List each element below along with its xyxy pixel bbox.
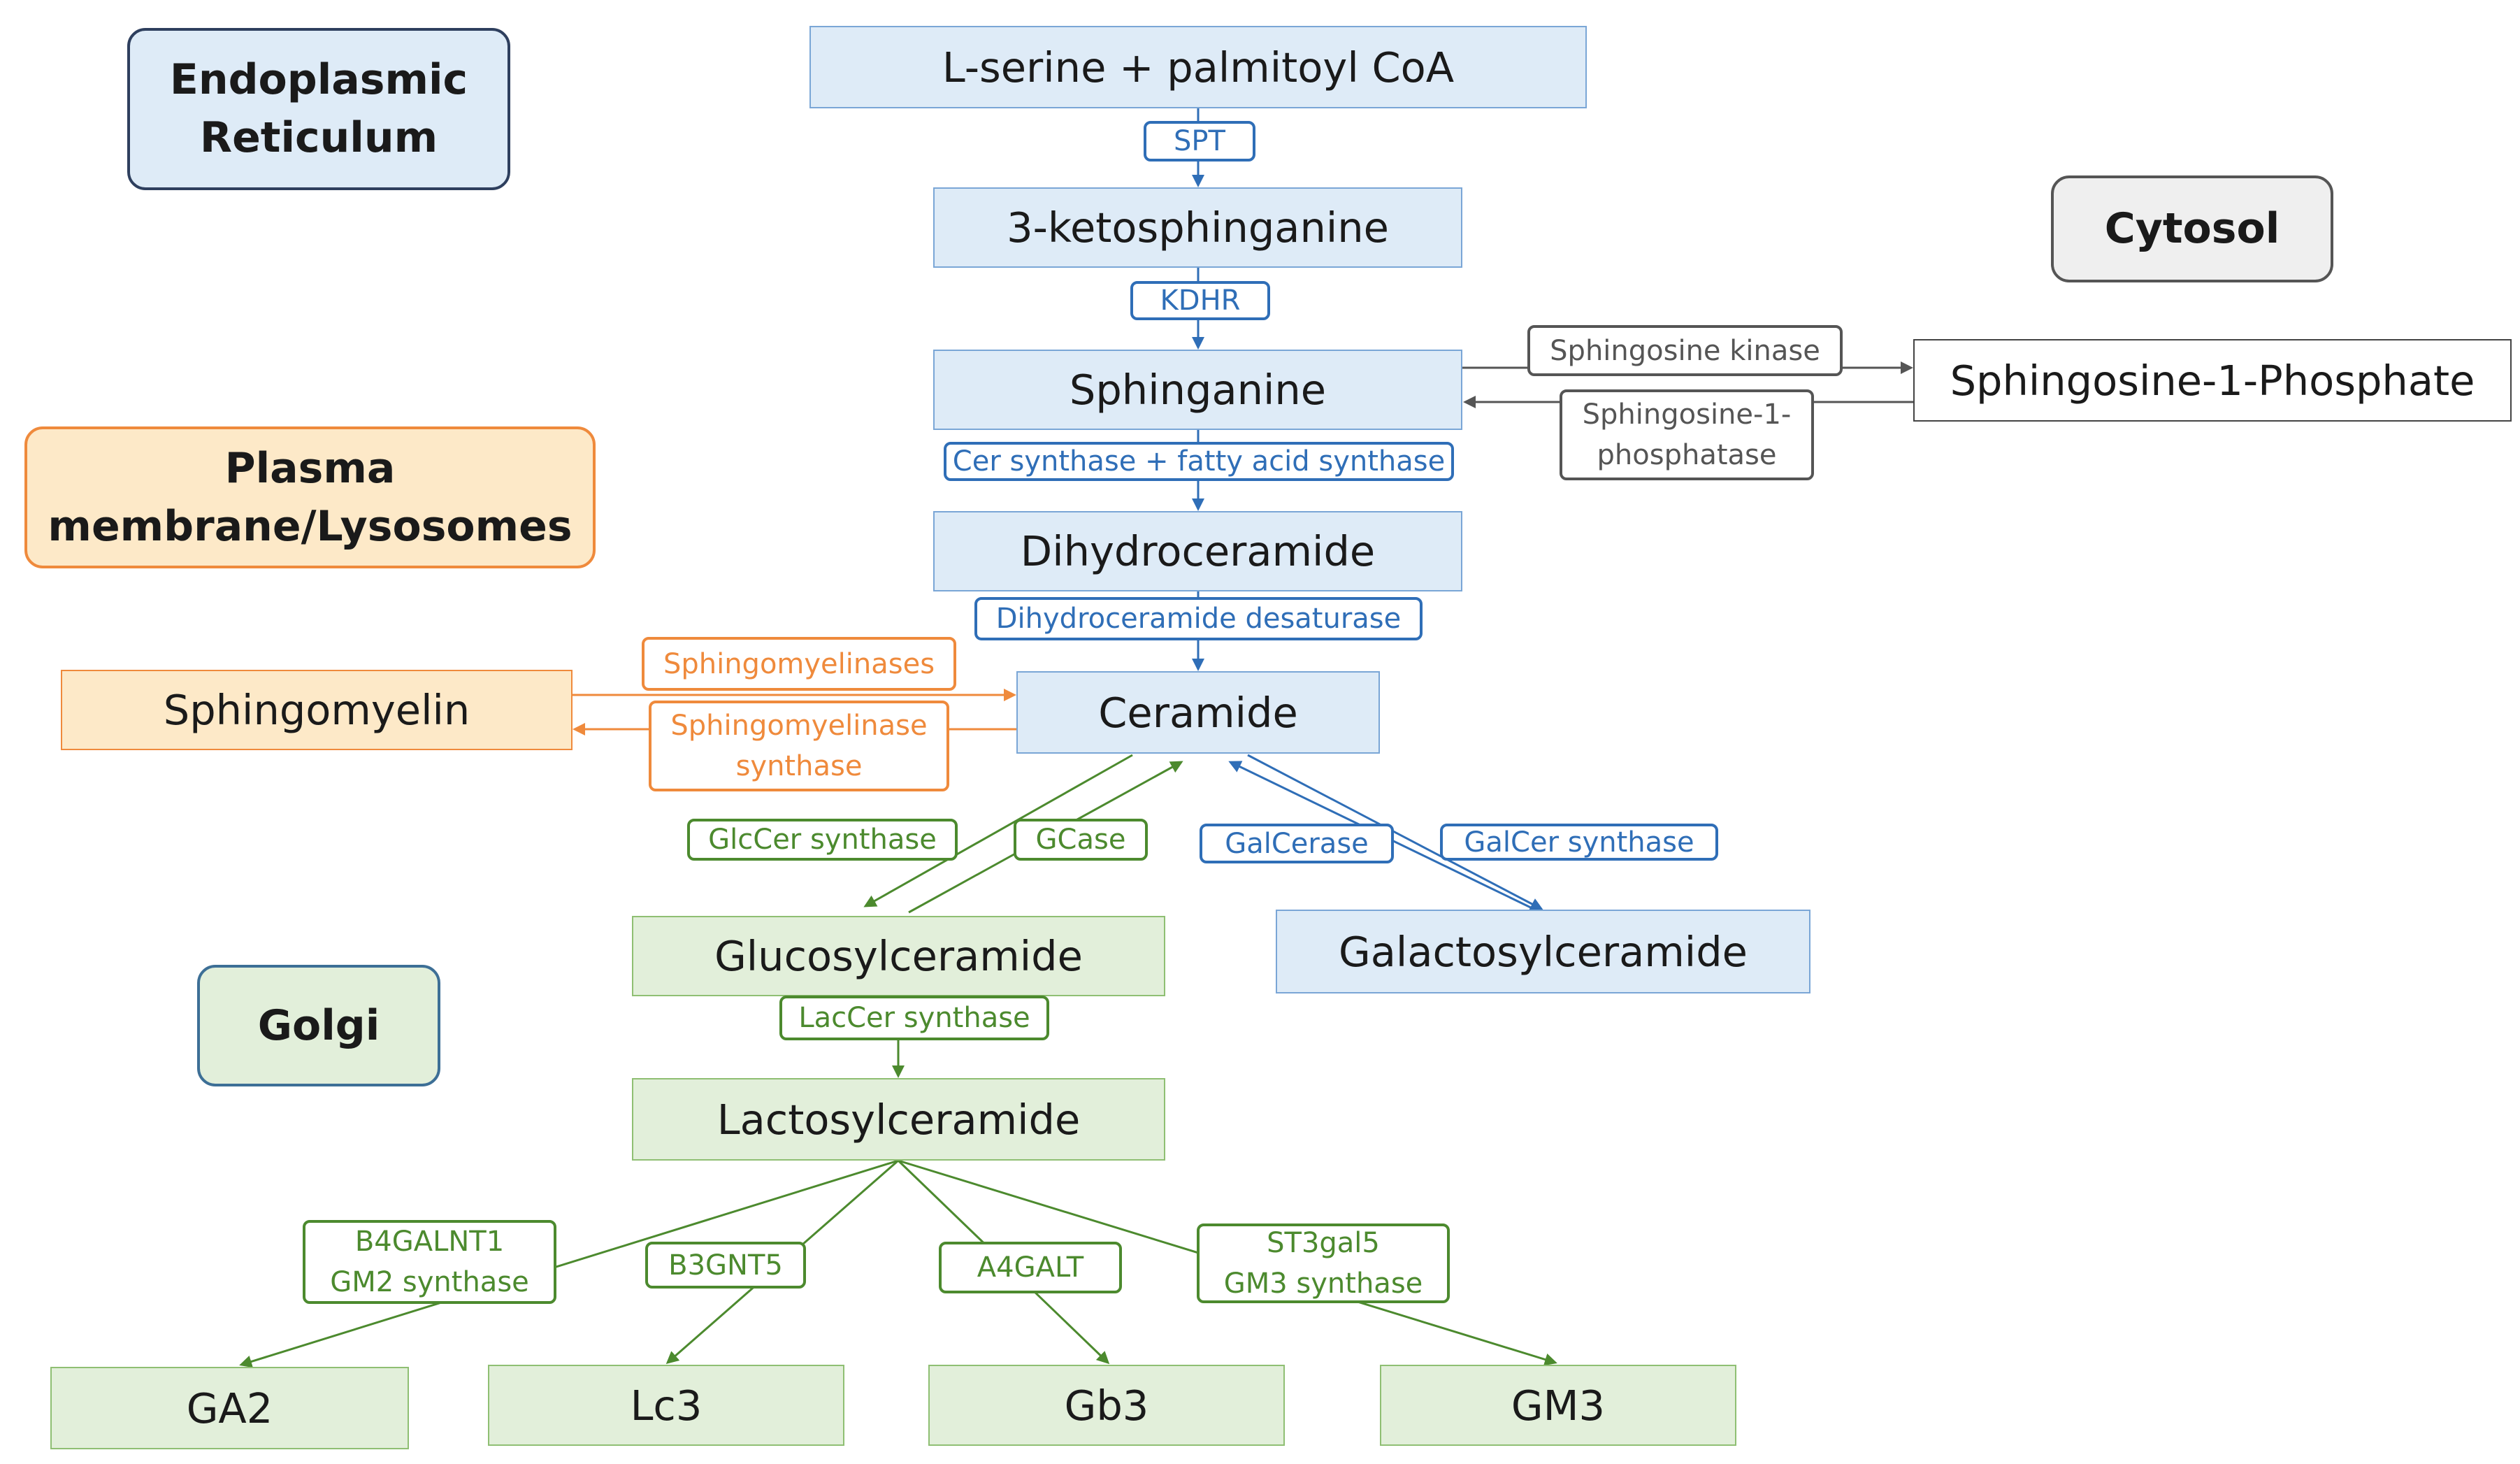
node-lc3: Lc3 (488, 1365, 844, 1446)
enzyme-a4galt: A4GALT (939, 1242, 1122, 1293)
node-gm3: GM3 (1380, 1365, 1736, 1446)
enzyme-spt: SPT (1144, 121, 1255, 162)
arrow-galcer-synthase (1247, 754, 1543, 910)
node-galactosylceramide: Galactosylceramide (1276, 910, 1810, 993)
enzyme-laccer-synthase: LacCer synthase (779, 996, 1049, 1040)
enzyme-b4galnt1-gm2-synthase: B4GALNT1 GM2 synthase (303, 1220, 556, 1304)
region-plasma-membrane-lysosomes: Plasma membrane/Lysosomes (24, 426, 596, 568)
node-sphinganine: Sphinganine (933, 350, 1462, 430)
arrow-glccer-synthase (863, 754, 1133, 907)
node-lactosylceramide: Lactosylceramide (632, 1078, 1165, 1161)
enzyme-sphingomyelinases: Sphingomyelinases (642, 637, 956, 691)
node-sphingosine-1-phosphate: Sphingosine-1-Phosphate (1913, 339, 2512, 422)
region-golgi: Golgi (197, 965, 440, 1086)
enzyme-sphingosine-1-phosphatase: Sphingosine-1- phosphatase (1560, 389, 1814, 480)
region-cytosol: Cytosol (2051, 175, 2333, 282)
region-endoplasmic-reticulum: Endoplasmic Reticulum (127, 28, 510, 190)
enzyme-glccer-synthase: GlcCer synthase (687, 819, 958, 861)
enzyme-galcerase: GalCerase (1200, 824, 1394, 863)
enzyme-sphingomyelinase-synthase: Sphingomyelinase synthase (649, 701, 949, 791)
enzyme-st3gal5-gm3-synthase: ST3gal5 GM3 synthase (1197, 1223, 1450, 1303)
enzyme-gcase: GCase (1014, 819, 1148, 861)
node-l-serine-palmitoyl-coa: L-serine + palmitoyl CoA (809, 26, 1587, 108)
arrow-b4galnt1 (239, 1159, 899, 1368)
enzyme-cer-synthase-fatty-acid-synthase: Cer synthase + fatty acid synthase (944, 442, 1454, 481)
node-ga2: GA2 (50, 1367, 409, 1449)
node-ceramide: Ceramide (1016, 671, 1380, 754)
node-gb3: Gb3 (928, 1365, 1285, 1446)
node-glucosylceramide: Glucosylceramide (632, 916, 1165, 996)
enzyme-b3gnt5: B3GNT5 (645, 1242, 806, 1289)
enzyme-kdhr: KDHR (1130, 281, 1270, 320)
enzyme-galcer-synthase: GalCer synthase (1440, 824, 1718, 861)
enzyme-sphingosine-kinase: Sphingosine kinase (1527, 325, 1843, 376)
node-dihydroceramide: Dihydroceramide (933, 511, 1462, 591)
enzyme-dihydroceramide-desaturase: Dihydroceramide desaturase (974, 597, 1423, 640)
node-sphingomyelin: Sphingomyelin (61, 670, 573, 750)
node-3-ketosphinganine: 3-ketosphinganine (933, 187, 1462, 268)
